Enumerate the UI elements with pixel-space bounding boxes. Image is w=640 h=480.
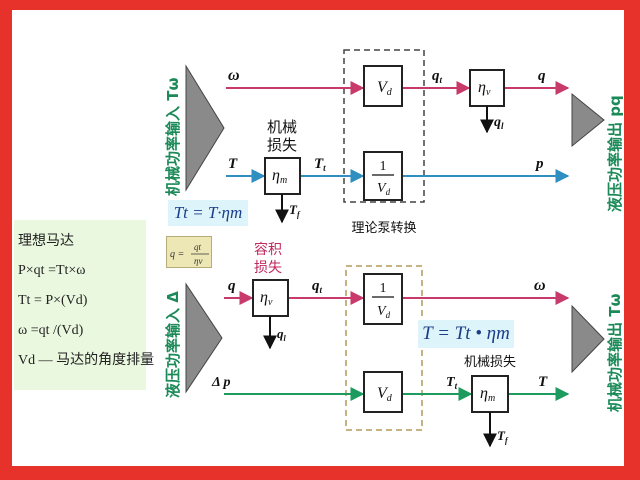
top-loss-title-1: 机械 xyxy=(267,118,297,136)
svg-text:qt: qt xyxy=(194,242,202,252)
top-conversion-label: 理论泵转换 xyxy=(351,221,416,236)
svg-text:ql: ql xyxy=(277,326,287,343)
svg-text:Tt: Tt xyxy=(314,156,326,173)
q-formula-box: q = qt ηv xyxy=(166,236,212,268)
top-conversion-box xyxy=(343,49,425,203)
bottom-inv-vd-block xyxy=(363,273,403,325)
power-equation: P×qt =Tt×ω xyxy=(18,263,86,278)
bottom-input-triangle xyxy=(185,282,223,394)
svg-text:1: 1 xyxy=(380,159,387,174)
svg-text:ql: ql xyxy=(494,115,504,131)
top-input-triangle xyxy=(185,64,225,192)
speed-equation: ω =qt /(Vd) xyxy=(18,323,84,338)
bottom-mech-loss-label: 机械损失 xyxy=(464,355,516,370)
svg-text:Tf: Tf xyxy=(289,202,301,219)
bottom-loss-title-2: 损失 xyxy=(254,260,282,276)
bottom-q-label: q xyxy=(228,278,236,294)
bottom-dp-label: Δ p xyxy=(211,375,231,390)
svg-text:q =: q = xyxy=(170,249,184,260)
bottom-loss-title-1: 容积 xyxy=(254,241,282,258)
svg-text:Vd: Vd xyxy=(377,79,393,98)
bottom-right-vertical-label: 机械功率输出 Tω xyxy=(606,294,624,413)
bottom-eta-m-block xyxy=(471,375,509,413)
torque-equation: Tt = P×(Vd) xyxy=(18,293,88,308)
top-omega-label: ω xyxy=(228,67,240,84)
top-vd-block xyxy=(363,65,403,107)
top-inv-vd-block xyxy=(363,151,403,201)
bottom-vd-block xyxy=(363,371,403,413)
svg-text:Vd: Vd xyxy=(377,385,393,404)
svg-text:Tf: Tf xyxy=(497,428,509,445)
top-torque-formula: Tt = T·ηm xyxy=(168,200,248,226)
svg-text:ηv: ηv xyxy=(194,256,202,266)
svg-text:ηv: ηv xyxy=(478,79,491,98)
top-right-vertical-label: 液压功率输出 pq xyxy=(606,95,624,212)
bottom-omega-label: ω xyxy=(534,277,546,294)
displacement-definition: Vd — 马达的角度排量 xyxy=(18,353,155,368)
svg-text:Vd: Vd xyxy=(377,181,391,197)
ideal-motor-title: 理想马达 xyxy=(18,233,74,249)
svg-text:ηv: ηv xyxy=(260,289,273,308)
svg-text:ηm: ηm xyxy=(480,385,495,404)
svg-text:qt: qt xyxy=(432,68,443,85)
top-q-label: q xyxy=(538,68,546,84)
svg-text:Vd: Vd xyxy=(377,304,391,320)
top-loss-title-2: 损失 xyxy=(267,136,297,154)
top-T-label: T xyxy=(228,156,238,172)
top-output-triangle xyxy=(571,92,605,148)
top-eta-v-block xyxy=(469,69,505,107)
svg-text:ηm: ηm xyxy=(272,167,287,186)
bottom-T-out-label: T xyxy=(538,374,548,390)
top-left-vertical-label: 机械功率输入 Tω xyxy=(164,78,182,197)
svg-text:Tt: Tt xyxy=(446,375,458,391)
bottom-output-triangle xyxy=(571,304,605,374)
svg-text:qt: qt xyxy=(312,278,323,295)
svg-text:1: 1 xyxy=(380,281,387,296)
ideal-motor-panel: 理想马达 P×qt =Tt×ω Tt = P×(Vd) ω =qt /(Vd) … xyxy=(14,220,155,390)
bottom-torque-formula: T = Tt • ηm xyxy=(418,320,514,348)
bottom-left-vertical-label: 液压功率输入 Δ xyxy=(164,291,182,398)
top-p-label: p xyxy=(534,156,544,172)
